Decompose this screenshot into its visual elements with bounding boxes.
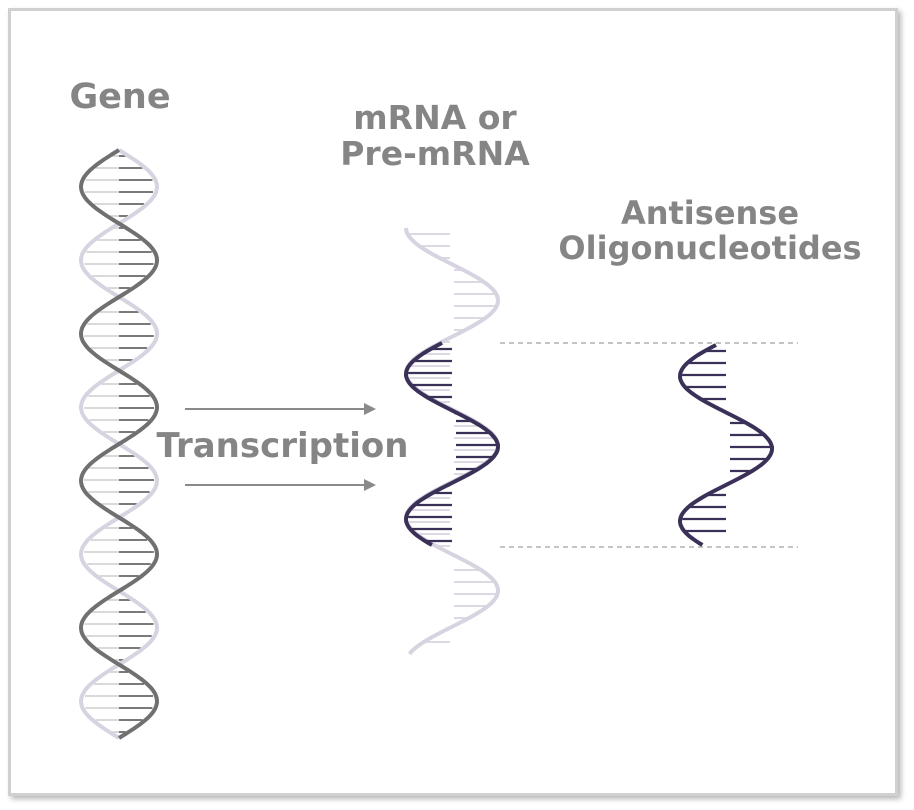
antisense-label-line2: Oligonucleotides [558,229,862,268]
antisense-label-line1: Antisense [620,194,800,232]
alignment-guides [500,342,798,548]
mrna-strand [403,227,501,656]
mrna-label-line2: Pre-mRNA [340,134,530,174]
gene-double-helix [78,148,160,740]
mrna-label-line1: mRNA or [353,98,517,137]
transcription-label: Transcription [156,426,409,466]
antisense-label: Antisense Oligonucleotides [520,194,900,268]
antisense-oligo-strand [677,343,775,547]
bound-antisense-strand [403,341,501,547]
antisense-strand [677,343,775,547]
transcription-arrows [185,403,376,491]
gene-label: Gene [69,77,171,117]
gene-dark-strand [78,148,160,740]
mrna-helix [403,227,501,656]
mrna-label: mRNA or Pre-mRNA [310,98,560,174]
